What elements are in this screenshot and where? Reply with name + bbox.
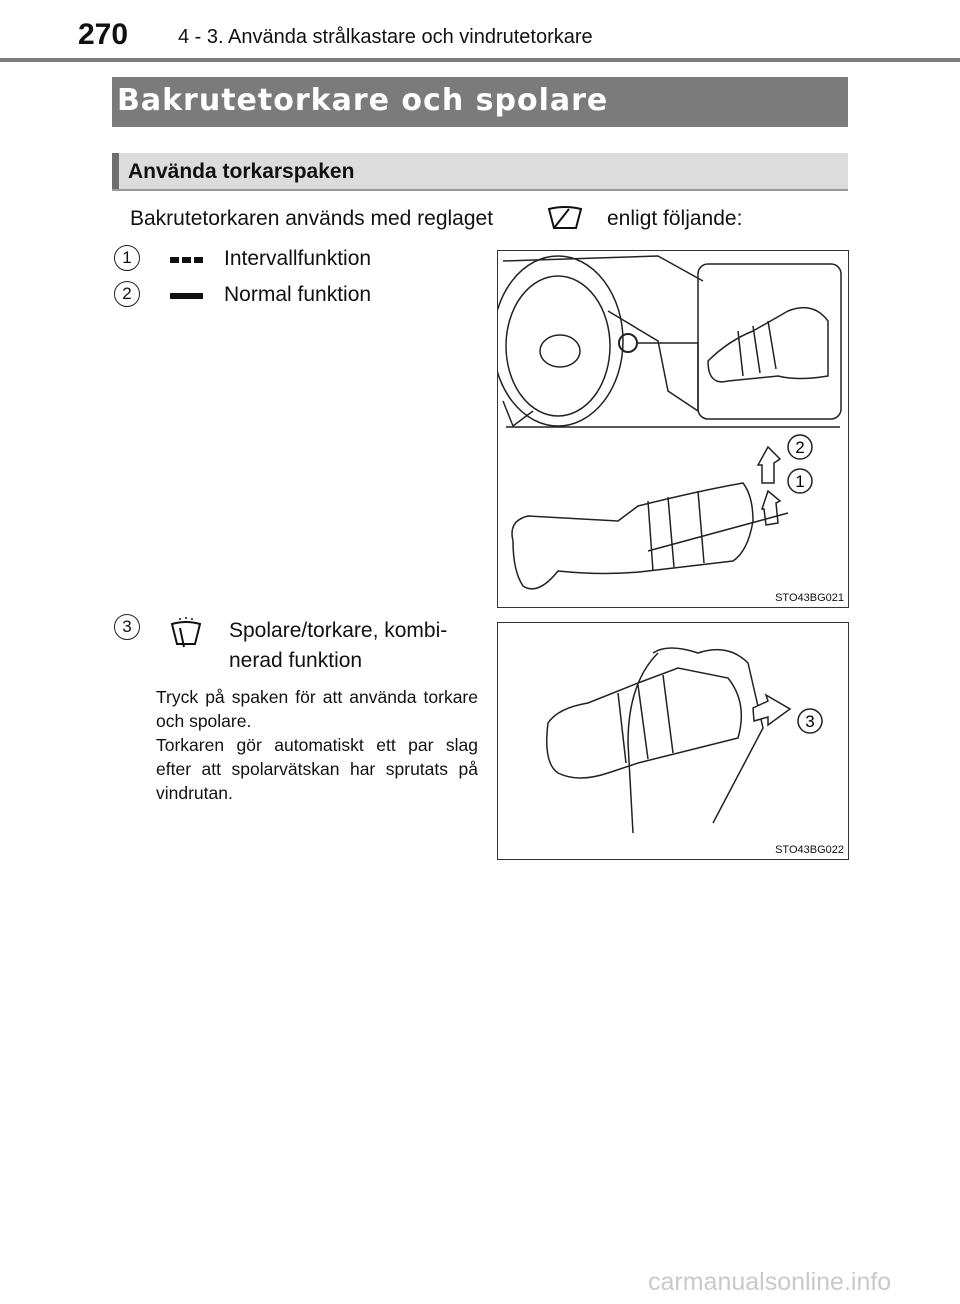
svg-text:3: 3 [805,712,814,731]
item-number-1: 1 [114,245,140,271]
subsection-title: Använda torkarspaken [128,160,355,183]
solid-line-icon [170,293,203,299]
description-line-2: Torkaren gör automatiskt ett par slag ef… [156,735,478,803]
rear-wiper-icon [547,206,583,229]
steering-lever-illustration: 2 1 [492,255,842,590]
item-number-2: 2 [114,281,140,307]
item-number-3: 3 [114,614,140,640]
page-number: 270 [78,18,129,51]
washer-wiper-icon [170,616,202,648]
chapter-title: 4 - 3. Använda strålkastare och vindrute… [178,26,593,48]
watermark: carmanualsonline.info [648,1268,892,1296]
figure-caption-2: STO43BG022 [775,844,844,856]
callout-1: 1 [787,468,813,494]
figure-caption-1: STO43BG021 [775,592,844,604]
subsection-title-bar: Använda torkarspaken [112,153,848,191]
callout-3: 3 [797,708,823,734]
item-label-3-cont: nerad funktion [229,649,363,672]
header-divider [0,58,960,62]
section-title: Bakrutetorkare och spolare [117,83,609,118]
section-title-bar: Bakrutetorkare och spolare [112,77,848,127]
callout-2: 2 [787,434,813,460]
description: Tryck på spaken för att använda torkare … [156,685,478,805]
item-label-3: Spolare/torkare, kombi- [229,619,448,642]
dashed-line-icon [170,257,203,263]
item-label-2: Normal funktion [224,283,372,306]
figure-lever-push: 3 STO43BG022 [497,622,849,860]
svg-text:2: 2 [795,438,804,457]
subsection-marker [112,153,119,189]
lever-push-illustration: 3 [546,647,823,834]
intro-text-end: enligt följande: [607,207,743,230]
figure-steering-wheel: 2 1 STO43BG021 [492,250,849,608]
svg-text:1: 1 [795,472,804,491]
description-line-1: Tryck på spaken för att använda torkare … [156,687,478,731]
intro-text: Bakrutetorkaren används med reglaget [130,207,494,230]
item-label-1: Intervallfunktion [224,247,372,270]
